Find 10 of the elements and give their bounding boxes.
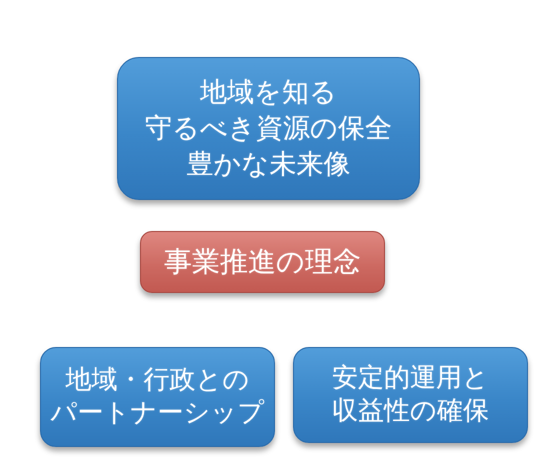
node-label: 事業推進の理念 bbox=[164, 245, 361, 279]
node-label: 安定的運用と収益性の確保 bbox=[331, 362, 490, 428]
node-label: 地域・行政とのパートナーシップ bbox=[50, 364, 266, 430]
node-label: 地域を知る bbox=[200, 76, 337, 110]
node-label: 豊かな未来像 bbox=[186, 148, 350, 182]
rounded-box bbox=[40, 347, 275, 447]
rounded-box bbox=[140, 231, 385, 293]
node-label: 守るべき資源の保全 bbox=[145, 112, 392, 146]
rounded-box bbox=[117, 57, 420, 200]
rounded-box bbox=[293, 347, 528, 443]
